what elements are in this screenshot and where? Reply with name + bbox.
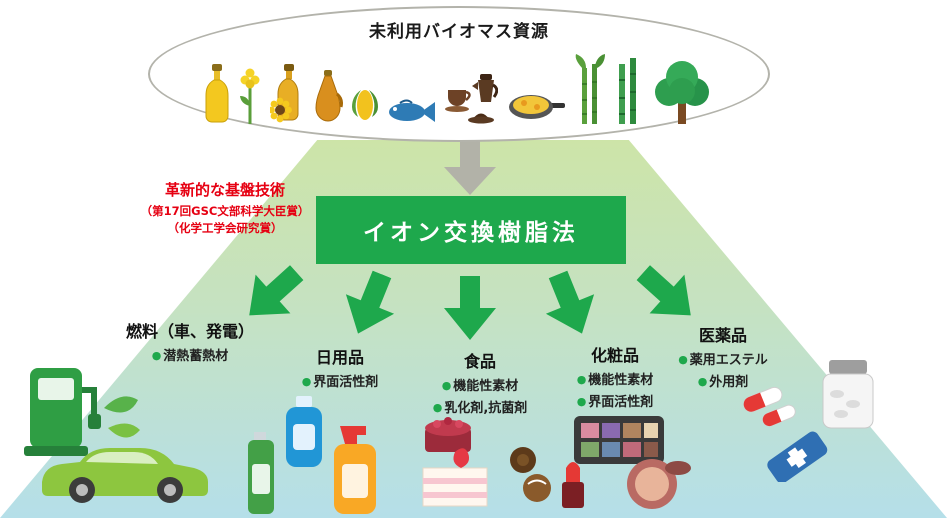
category-item: ●機能性素材 bbox=[535, 369, 695, 388]
process-label: イオン交換樹脂法 bbox=[363, 220, 579, 246]
category-item: ●界面活性剤 bbox=[535, 391, 695, 410]
coffee-set-icon bbox=[444, 72, 499, 124]
bullet-icon: ● bbox=[301, 375, 312, 388]
sugarcane-icon bbox=[574, 54, 606, 124]
eyeshadow-palette-icon bbox=[574, 416, 664, 464]
car-icon bbox=[42, 448, 208, 503]
award-note: 革新的な基盤技術 （第17回GSC文部科学大臣賞） （化学工学会研究賞） bbox=[116, 179, 334, 236]
fuel-pump-icon bbox=[24, 368, 101, 456]
corn-icon bbox=[352, 86, 378, 124]
category-item: ●界面活性剤 bbox=[270, 371, 410, 390]
biomass-icon-row bbox=[204, 42, 714, 140]
bullet-icon: ● bbox=[697, 375, 708, 388]
ointment-tube-icon bbox=[767, 431, 828, 484]
leaf-icon bbox=[104, 396, 140, 438]
category-item-label: 外用剤 bbox=[709, 375, 749, 390]
blue-bottle-icon bbox=[286, 396, 322, 467]
spray-bottle-icon bbox=[334, 426, 376, 514]
frying-pan-icon bbox=[507, 90, 565, 124]
award-line1: 革新的な基盤技術 bbox=[164, 181, 285, 199]
category-title: 燃料（車、発電） bbox=[125, 322, 254, 341]
bullet-icon: ● bbox=[432, 401, 443, 414]
capsules-icon bbox=[743, 386, 796, 427]
category-daily-goods: 日用品 ●界面活性剤 bbox=[270, 344, 410, 390]
category-item: ●機能性素材 bbox=[405, 375, 555, 394]
oil-cruet-icon bbox=[313, 70, 343, 124]
sunflower-oil-bottle-icon bbox=[268, 64, 304, 124]
category-cosmetics: 化粧品 ●機能性素材 ●界面活性剤 bbox=[535, 342, 695, 410]
bullet-icon: ● bbox=[576, 373, 587, 386]
process-box: イオン交換樹脂法 bbox=[316, 196, 626, 264]
daily-goods-illustration bbox=[246, 392, 391, 517]
category-item-label: 潜熱蓄熱材 bbox=[163, 349, 229, 364]
down-arrow-icon bbox=[438, 141, 502, 195]
category-item-label: 薬用エステル bbox=[689, 353, 768, 368]
food-illustration bbox=[415, 410, 555, 515]
category-arrow-icon bbox=[229, 250, 317, 337]
category-arrow-icon bbox=[530, 263, 610, 345]
category-arrow-icon bbox=[440, 276, 500, 340]
category-food: 食品 ●機能性素材 ●乳化剤,抗菌剤 bbox=[405, 348, 555, 416]
bamboo-icon bbox=[615, 58, 641, 124]
category-item-label: 機能性素材 bbox=[453, 379, 519, 394]
medicine-illustration bbox=[735, 352, 885, 484]
bullet-icon: ● bbox=[678, 353, 688, 366]
category-item: ●外用剤 bbox=[648, 371, 798, 390]
category-item: ●乳化剤,抗菌剤 bbox=[405, 397, 555, 416]
category-item: ●薬用エステル bbox=[648, 349, 798, 368]
fish-icon bbox=[387, 98, 435, 124]
biomass-ellipse: 未利用バイオマス資源 bbox=[148, 6, 770, 142]
category-title: 医薬品 bbox=[698, 326, 747, 345]
diagram-title: 未利用バイオマス資源 bbox=[369, 22, 549, 42]
category-arrow-icon bbox=[623, 250, 711, 337]
cosmetics-illustration bbox=[558, 412, 693, 512]
category-item-label: 乳化剤,抗菌剤 bbox=[444, 401, 528, 416]
fuel-illustration bbox=[12, 350, 222, 510]
oil-bottle-icon bbox=[204, 64, 230, 124]
cake-slice-icon bbox=[422, 448, 488, 507]
award-line3: （化学工学会研究賞） bbox=[167, 220, 283, 235]
green-bottle-icon bbox=[248, 432, 274, 514]
category-arrow-icon bbox=[330, 263, 410, 345]
lipstick-icon bbox=[562, 462, 584, 508]
category-title: 日用品 bbox=[315, 348, 364, 367]
category-fuel: 燃料（車、発電） ●潜熱蓄熱材 bbox=[100, 318, 280, 364]
rapeseed-flower-icon bbox=[239, 68, 261, 124]
tree-icon bbox=[650, 58, 714, 124]
category-item-label: 界面活性剤 bbox=[588, 395, 654, 410]
compact-icon bbox=[627, 459, 691, 509]
category-item-label: 界面活性剤 bbox=[313, 375, 379, 390]
award-line2: （第17回GSC文部科学大臣賞） bbox=[140, 204, 310, 218]
category-item-label: 機能性素材 bbox=[588, 373, 654, 388]
bullet-icon: ● bbox=[151, 349, 162, 362]
bullet-icon: ● bbox=[441, 379, 452, 392]
category-pharmaceuticals: 医薬品 ●薬用エステル ●外用剤 bbox=[648, 322, 798, 390]
bullet-icon: ● bbox=[576, 395, 587, 408]
pill-bottle-icon bbox=[822, 360, 874, 429]
chocolate-truffles-icon bbox=[510, 447, 551, 502]
berry-cake-icon bbox=[425, 417, 471, 452]
category-item: ●潜熱蓄熱材 bbox=[100, 345, 280, 364]
category-title: 食品 bbox=[463, 352, 496, 371]
category-title: 化粧品 bbox=[590, 346, 639, 365]
